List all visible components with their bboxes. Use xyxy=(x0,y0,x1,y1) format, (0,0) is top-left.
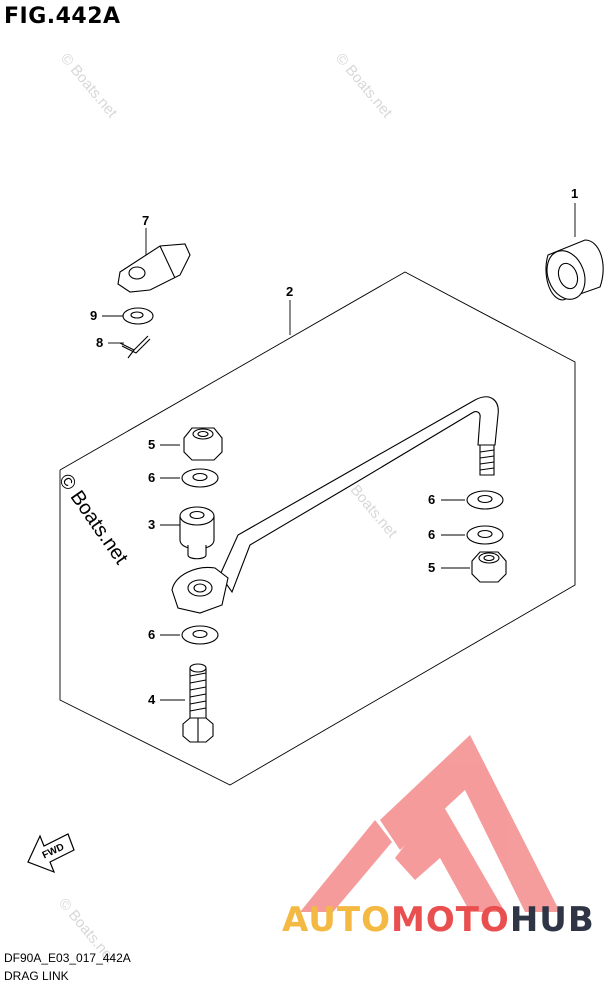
part-6-washer-left-upper xyxy=(181,468,219,488)
part-3-collar xyxy=(179,506,215,560)
part-6-washer-right-upper xyxy=(466,490,504,510)
callout-1: 1 xyxy=(571,186,579,201)
figure-name: DRAG LINK xyxy=(4,969,69,983)
fwd-arrow-icon xyxy=(27,833,75,874)
part-1-bushing xyxy=(545,239,604,301)
figure-code: DF90A_E03_017_442A xyxy=(4,951,131,965)
callout-3: 3 xyxy=(148,517,156,532)
brand-part-hub: HUB xyxy=(509,900,595,940)
callout-2: 2 xyxy=(286,284,294,299)
callout-6-left-lower: 6 xyxy=(148,627,156,642)
automotohub-wordmark: AUTOMOTOHUB xyxy=(282,900,595,940)
callout-5-left: 5 xyxy=(148,437,156,452)
part-9-washer xyxy=(122,307,154,325)
assembly-box-outline xyxy=(59,271,576,786)
callout-7: 7 xyxy=(142,213,150,228)
part-4-bolt xyxy=(182,663,214,743)
callout-4: 4 xyxy=(148,692,156,707)
figure-title: FIG.442A xyxy=(4,4,121,29)
callout-5-right: 5 xyxy=(428,560,436,575)
part-5-nut-left xyxy=(183,427,223,461)
part-6-washer-right-lower xyxy=(466,525,504,545)
drag-link-rod xyxy=(171,396,499,614)
brand-part-moto: MOTO xyxy=(390,900,510,940)
part-6-washer-left-lower xyxy=(181,625,219,645)
part-5-nut-right xyxy=(471,551,507,583)
callout-6-left-upper: 6 xyxy=(148,470,156,485)
part-7-link-end xyxy=(117,243,191,293)
callout-8: 8 xyxy=(96,335,104,350)
callout-9: 9 xyxy=(90,308,98,323)
callout-6-right-upper: 6 xyxy=(428,492,436,507)
leader-lines xyxy=(102,203,576,701)
brand-part-auto: AUTO xyxy=(282,900,391,940)
part-8-cotter-pin xyxy=(119,335,151,359)
automotohub-logo-mark xyxy=(300,735,560,912)
callout-6-right-lower: 6 xyxy=(428,527,436,542)
